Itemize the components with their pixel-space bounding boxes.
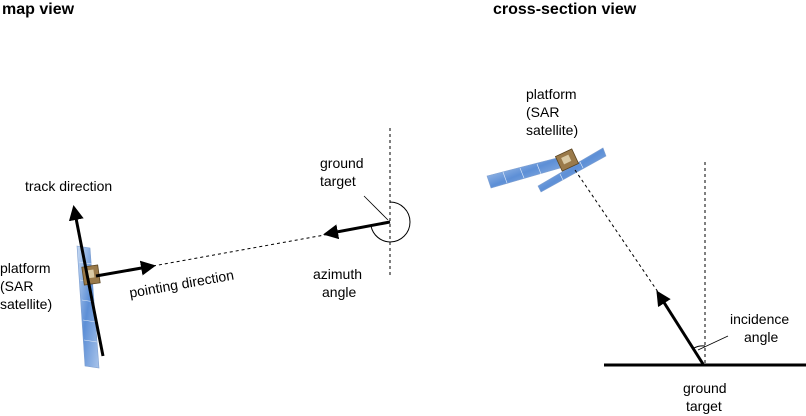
cross-section-sight-line: [574, 169, 659, 293]
incidence-angle-leader-line: [697, 335, 729, 351]
map-platform-label-line2: (SAR: [0, 278, 34, 294]
cross-section-platform-label-line3: satellite): [526, 122, 579, 138]
track-direction-arrow: [68, 205, 105, 357]
map-sight-line: [152, 233, 331, 267]
cross-section-platform-label-line2: (SAR: [526, 104, 560, 120]
incidence-angle-arc: [693, 345, 706, 349]
cross-section-platform-label-line1: platform: [526, 86, 577, 102]
map-satellite-icon: [76, 245, 101, 369]
cross-section-ground-target-label-line2: target: [686, 398, 722, 414]
ground-target-leader-line: [363, 195, 389, 221]
map-platform-label-line3: satellite): [0, 296, 53, 312]
azimuth-angle-label-line1: azimuth: [313, 266, 363, 282]
azimuth-angle-arc: [370, 201, 411, 243]
incidence-angle-label-line1: incidence: [730, 311, 790, 327]
track-direction-label: track direction: [25, 178, 113, 194]
pointing-direction-arrow: [95, 260, 156, 278]
map-platform-label-line1: platform: [0, 260, 51, 276]
map-ground-target-label-line2: target: [320, 173, 356, 189]
incidence-angle-label-line2: angle: [744, 329, 779, 345]
cross-section-ground-target-label-line1: ground: [683, 380, 727, 396]
map-view-title: map view: [2, 1, 75, 18]
cross-section-return-arrow: [656, 290, 705, 365]
map-return-arrow: [323, 220, 391, 240]
azimuth-angle-label-line2: angle: [322, 284, 357, 300]
map-ground-target-label-line1: ground: [320, 155, 364, 171]
cross-section-satellite-icon: [486, 147, 607, 193]
cross-section-view-title: cross-section view: [493, 1, 637, 18]
